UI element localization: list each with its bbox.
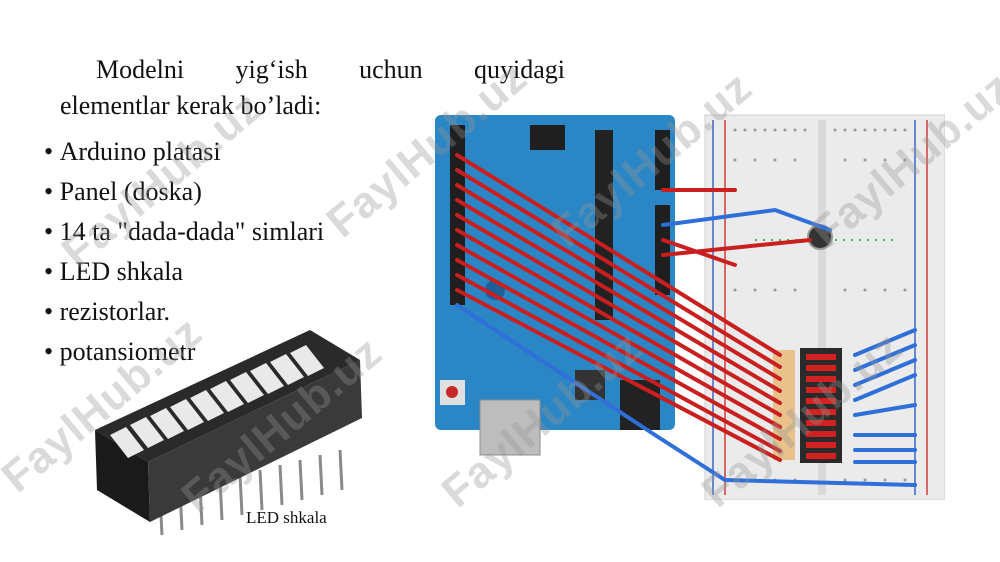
list-item: Panel (doska) <box>44 172 324 212</box>
list-item: 14 ta "dada-dada" simlari <box>44 212 325 252</box>
intro-line-2: elementlar kerak bo’ladi: <box>60 91 322 120</box>
intro-text: Modelni yig‘ish uchun quyidagi elementla… <box>60 52 565 124</box>
led-bar-module <box>773 348 842 463</box>
list-item: rezistorlar. <box>44 292 324 332</box>
component-list: Arduino platasi Panel (doska) 14 ta "dad… <box>44 132 325 372</box>
intro-word: quyidagi <box>473 55 565 84</box>
intro-word: uchun <box>359 55 423 84</box>
circuit-diagram <box>435 114 945 500</box>
intro-line-1: Modelni yig‘ish uchun quyidagi <box>60 52 565 88</box>
list-item: potansiometr <box>44 332 324 372</box>
intro-word: Modelni <box>96 55 185 84</box>
red-wires <box>455 153 812 462</box>
list-item: Arduino platasi <box>44 132 324 172</box>
intro-word: yig‘ish <box>235 55 308 84</box>
blue-wires <box>455 207 917 487</box>
photo-caption: LED shkala <box>246 508 327 527</box>
list-item: LED shkala <box>44 252 324 292</box>
led-bar-photo <box>95 330 362 536</box>
